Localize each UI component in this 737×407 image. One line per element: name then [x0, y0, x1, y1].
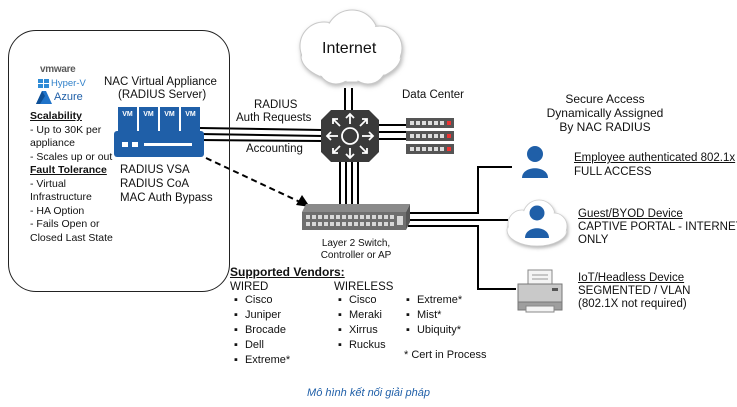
list-item: - Scales up or out [30, 150, 113, 163]
wired-heading: WIRED [230, 281, 269, 293]
auth-requests-label: Auth Requests [236, 112, 312, 124]
list-item: ▪ Mist* [406, 309, 442, 321]
list-item: ▪ Dell [234, 339, 264, 351]
list-item: ▪ Ubiquity* [406, 324, 461, 336]
list-item: - HA Option [30, 204, 85, 217]
user-icon [522, 146, 548, 178]
iot-title: IoT/Headless Device [578, 272, 685, 284]
scalability-heading: Scalability [30, 110, 82, 122]
wired-vendor-list: ▪ Cisco ▪ Juniper ▪ Brocade ▪ Dell ▪ Ext… [234, 293, 290, 368]
secure-access-line-1: Secure Access [565, 92, 645, 106]
feature-mac-auth-bypass: MAC Auth Bypass [120, 192, 213, 204]
employee-access: FULL ACCESS [574, 166, 652, 178]
list-item: Infrastructure [30, 191, 92, 203]
iot-access: SEGMENTED / VLAN [578, 285, 691, 297]
list-item: - Up to 30K per [30, 123, 102, 136]
secure-access-line-3: By NAC RADIUS [559, 120, 651, 134]
hyperv-label: Hyper-V [51, 78, 86, 89]
vm-chip: VM [118, 107, 137, 131]
fault-tolerance-heading: Fault Tolerance [30, 164, 107, 176]
figure-caption: Mô hình kết nối giải pháp [307, 387, 430, 399]
list-item: - Fails Open or [30, 218, 100, 230]
network-switch-icon [302, 204, 410, 230]
list-item: ▪ Extreme* [234, 354, 291, 366]
employee-title: Employee authenticated 802.1x [574, 152, 736, 164]
wireless-heading: WIRELESS [334, 281, 394, 293]
guest-user-icon [525, 205, 549, 238]
list-item: Closed Last State [30, 231, 113, 244]
list-item: ▪ Meraki [338, 309, 382, 321]
list-item: ▪ Brocade [234, 324, 286, 336]
feature-radius-coa: RADIUS CoA [120, 178, 190, 190]
accounting-label: Accounting [246, 143, 303, 155]
vmware-logo: vmware [40, 64, 76, 75]
guest-access-2: ONLY [578, 234, 609, 246]
azure-label: Azure [54, 91, 83, 103]
wireless-vendor-list: ▪ Cisco ▪ Meraki ▪ Xirrus ▪ Ruckus [338, 293, 386, 353]
switch-label-2: Controller or AP [320, 250, 392, 261]
other-vendor-list: ▪ Extreme* ▪ Mist* ▪ Ubiquity* [406, 293, 462, 338]
azure-icon [36, 91, 52, 104]
list-item: appliance [30, 137, 75, 149]
router-icon [321, 110, 379, 162]
list-item: ▪ Cisco [338, 294, 377, 306]
vendors-title: Supported Vendors: [230, 265, 345, 279]
vm-chip: VM [160, 107, 179, 131]
data-center-label: Data Center [402, 89, 465, 101]
vm-chip: VM [181, 107, 200, 131]
printer-icon [517, 269, 563, 313]
list-item: ▪ Extreme* [406, 294, 463, 306]
internet-cloud-icon [299, 9, 403, 85]
iot-access-2: (802.1X not required) [578, 298, 687, 310]
radius-label: RADIUS [254, 99, 298, 111]
scalability-block: Scalability - Up to 30K per appliance - … [30, 110, 113, 245]
internet-label: Internet [322, 40, 377, 57]
list-item: ▪ Xirrus [338, 324, 378, 336]
appliance-device: VM VM VM VM [114, 107, 204, 159]
appliance-chassis [114, 131, 204, 157]
vm-chip: VM [139, 107, 158, 131]
windows-icon [38, 79, 49, 88]
server-rack-icon [406, 118, 454, 154]
list-item: ▪ Juniper [234, 309, 282, 321]
guest-title: Guest/BYOD Device [578, 208, 683, 220]
list-item: ▪ Cisco [234, 294, 273, 306]
appliance-subtitle: (RADIUS Server) [118, 89, 207, 101]
switch-label: Layer 2 Switch, [321, 238, 391, 249]
appliance-panel [8, 30, 230, 292]
secure-access-line-2: Dynamically Assigned [546, 106, 664, 120]
list-item: - Virtual [30, 177, 66, 190]
appliance-title: NAC Virtual Appliance [104, 76, 217, 88]
guest-access: CAPTIVE PORTAL - INTERNET [578, 221, 737, 233]
feature-radius-vsa: RADIUS VSA [120, 164, 190, 176]
cert-note: * Cert in Process [404, 349, 487, 361]
list-item: ▪ Ruckus [338, 339, 386, 351]
